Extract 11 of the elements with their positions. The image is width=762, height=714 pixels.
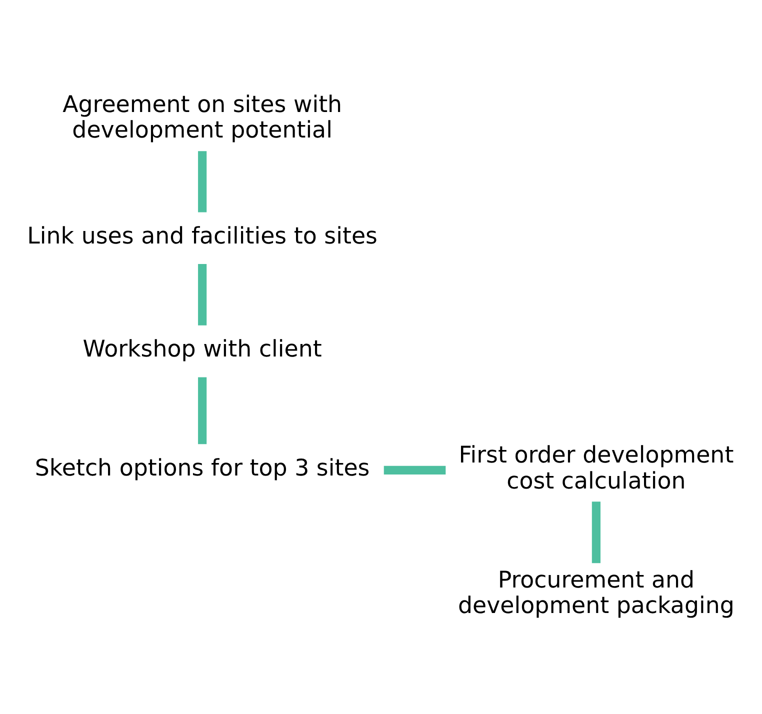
connector <box>198 377 207 444</box>
node-text: Procurement and development packaging <box>458 567 734 620</box>
node-text: Workshop with client <box>82 336 322 363</box>
node-text: Sketch options for top 3 sites <box>34 456 370 482</box>
node-text: Link uses and facilities to sites <box>27 224 378 250</box>
connector <box>198 264 207 326</box>
connector <box>384 466 446 474</box>
connector <box>592 502 600 564</box>
node-text: First order development cost calculation <box>458 442 734 494</box>
connector <box>198 151 207 212</box>
node-text: Agreement on sites with development potential <box>62 92 342 144</box>
